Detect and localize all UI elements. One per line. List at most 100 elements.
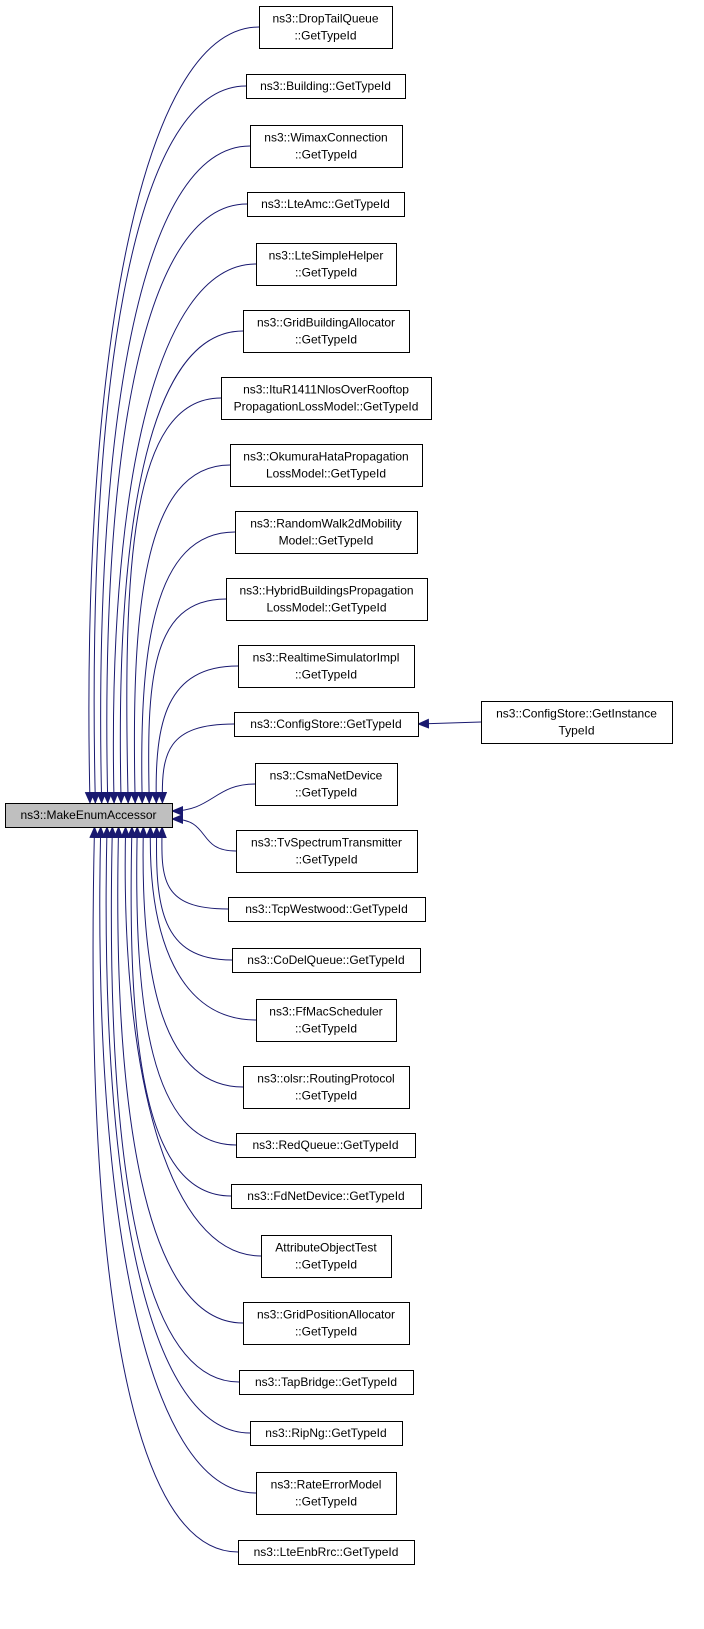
nodes: ns3::MakeEnumAccessor ns3::DropTailQueue:… bbox=[5, 6, 673, 1565]
node-box bbox=[235, 511, 418, 554]
node-box bbox=[256, 1472, 397, 1515]
edge-n11-to-root bbox=[151, 665, 239, 804]
node-box bbox=[259, 6, 393, 49]
node-box bbox=[243, 1302, 410, 1345]
node-label: ns3::TapBridge::GetTypeId bbox=[255, 1375, 397, 1389]
edge-n23-to-root bbox=[107, 826, 240, 1383]
node-box bbox=[230, 444, 423, 487]
node-label: ::GetTypeId bbox=[295, 266, 357, 280]
node-label: ns3::CoDelQueue::GetTypeId bbox=[247, 953, 404, 967]
node-label: ::GetTypeId bbox=[295, 148, 357, 162]
node-label: ::GetTypeId bbox=[295, 786, 357, 800]
node-label: ns3::ConfigStore::GetTypeId bbox=[250, 717, 401, 731]
node-label: ns3::olsr::RoutingProtocol bbox=[257, 1072, 394, 1086]
node-label: ns3::WimaxConnection bbox=[264, 131, 387, 145]
edge-n14-to-root bbox=[171, 814, 237, 852]
node-label: ::GetTypeId bbox=[295, 853, 357, 867]
node-label: ns3::LteSimpleHelper bbox=[269, 249, 384, 263]
edge-n26-to-root bbox=[89, 826, 239, 1553]
node-box bbox=[239, 1370, 414, 1395]
node-n25[interactable]: ns3::RateErrorModel::GetTypeId bbox=[256, 1472, 397, 1515]
edge-n10-to-root bbox=[144, 598, 227, 804]
node-box bbox=[226, 578, 428, 621]
node-n3[interactable]: ns3::WimaxConnection::GetTypeId bbox=[250, 125, 403, 168]
edge-n2-to-root bbox=[90, 85, 247, 804]
edge-n16-to-root bbox=[151, 826, 233, 961]
node-box bbox=[231, 1184, 422, 1209]
edge-n4-to-root bbox=[102, 203, 248, 804]
node-label: ns3::RateErrorModel bbox=[271, 1478, 382, 1492]
edge-n20-to-root bbox=[126, 826, 232, 1197]
node-n11[interactable]: ns3::RealtimeSimulatorImpl::GetTypeId bbox=[238, 645, 415, 688]
node-box bbox=[261, 1235, 392, 1278]
node-label: ns3::OkumuraHataPropagation bbox=[243, 450, 408, 464]
node-n23[interactable]: ns3::TapBridge::GetTypeId bbox=[239, 1370, 414, 1395]
node-box bbox=[232, 948, 421, 973]
node-label: ::GetTypeId bbox=[295, 1022, 357, 1036]
node-label: ns3::DropTailQueue bbox=[272, 12, 378, 26]
node-label: PropagationLossModel::GetTypeId bbox=[234, 400, 419, 414]
edge-n15-to-root bbox=[156, 826, 229, 910]
node-n5[interactable]: ns3::LteSimpleHelper::GetTypeId bbox=[256, 243, 397, 286]
node-label: ns3::Building::GetTypeId bbox=[260, 79, 391, 93]
edge-n24-to-root bbox=[101, 826, 251, 1434]
node-label: ns3::CsmaNetDevice bbox=[270, 769, 383, 783]
node-box bbox=[236, 1133, 416, 1158]
node-box bbox=[243, 310, 410, 353]
node-n16[interactable]: ns3::CoDelQueue::GetTypeId bbox=[232, 948, 421, 973]
node-box bbox=[250, 1421, 403, 1446]
edge-n17-to-root bbox=[145, 826, 257, 1021]
node-n19[interactable]: ns3::RedQueue::GetTypeId bbox=[236, 1133, 416, 1158]
node-label: ns3::ConfigStore::GetInstance bbox=[496, 707, 657, 721]
node-box bbox=[238, 645, 415, 688]
node-label: ns3::RedQueue::GetTypeId bbox=[252, 1138, 398, 1152]
node-label: ns3::GridBuildingAllocator bbox=[257, 316, 395, 330]
node-n8[interactable]: ns3::OkumuraHataPropagationLossModel::Ge… bbox=[230, 444, 423, 487]
node-box bbox=[228, 897, 426, 922]
node-label: AttributeObjectTest bbox=[275, 1241, 377, 1255]
node-box bbox=[255, 763, 398, 806]
node-box bbox=[234, 712, 419, 737]
node-label: Model::GetTypeId bbox=[279, 534, 374, 548]
node-label: ns3::RealtimeSimulatorImpl bbox=[253, 651, 400, 665]
node-n26[interactable]: ns3::LteEnbRrc::GetTypeId bbox=[238, 1540, 415, 1565]
node-box bbox=[238, 1540, 415, 1565]
node-box bbox=[221, 377, 432, 420]
node-n7[interactable]: ns3::ItuR1411NlosOverRooftopPropagationL… bbox=[221, 377, 432, 420]
node-n18[interactable]: ns3::olsr::RoutingProtocol::GetTypeId bbox=[243, 1066, 410, 1109]
node-n6[interactable]: ns3::GridBuildingAllocator::GetTypeId bbox=[243, 310, 410, 353]
edge-n3-to-root bbox=[96, 145, 251, 804]
node-n2[interactable]: ns3::Building::GetTypeId bbox=[246, 74, 406, 99]
node-n14[interactable]: ns3::TvSpectrumTransmitter::GetTypeId bbox=[236, 830, 418, 873]
node-n15[interactable]: ns3::TcpWestwood::GetTypeId bbox=[228, 897, 426, 922]
node-n9[interactable]: ns3::RandomWalk2dMobilityModel::GetTypeI… bbox=[235, 511, 418, 554]
node-n22[interactable]: ns3::GridPositionAllocator::GetTypeId bbox=[243, 1302, 410, 1345]
node-box bbox=[247, 192, 405, 217]
node-label: ns3::ItuR1411NlosOverRooftop bbox=[243, 383, 409, 397]
node-n20[interactable]: ns3::FdNetDevice::GetTypeId bbox=[231, 1184, 422, 1209]
node-n17[interactable]: ns3::FfMacScheduler::GetTypeId bbox=[256, 999, 397, 1042]
node-n13[interactable]: ns3::CsmaNetDevice::GetTypeId bbox=[255, 763, 398, 806]
root-node: ns3::MakeEnumAccessor bbox=[5, 803, 173, 828]
node-n21[interactable]: AttributeObjectTest::GetTypeId bbox=[261, 1235, 392, 1278]
node-label: ns3::LteAmc::GetTypeId bbox=[261, 197, 390, 211]
node-n4[interactable]: ns3::LteAmc::GetTypeId bbox=[247, 192, 405, 217]
node-n10[interactable]: ns3::HybridBuildingsPropagationLossModel… bbox=[226, 578, 428, 621]
node-box bbox=[481, 701, 673, 744]
edge-n12-to-root bbox=[157, 723, 235, 804]
edge-n21-to-root bbox=[120, 826, 262, 1257]
node-label: ::GetTypeId bbox=[295, 1258, 357, 1272]
node-label: ::GetTypeId bbox=[295, 1089, 357, 1103]
node-box bbox=[256, 243, 397, 286]
node-box bbox=[236, 830, 418, 873]
edge-n13-to-root bbox=[171, 783, 256, 816]
node-n1[interactable]: ns3::DropTailQueue::GetTypeId bbox=[259, 6, 393, 49]
node-n12[interactable]: ns3::ConfigStore::GetTypeId bbox=[234, 712, 419, 737]
node-box bbox=[5, 803, 173, 828]
node-label: ns3::RandomWalk2dMobility bbox=[250, 517, 402, 531]
node-n24[interactable]: ns3::RipNg::GetTypeId bbox=[250, 1421, 403, 1446]
edge-n8-to-root bbox=[129, 464, 231, 804]
node-label: ns3::HybridBuildingsPropagation bbox=[239, 584, 413, 598]
